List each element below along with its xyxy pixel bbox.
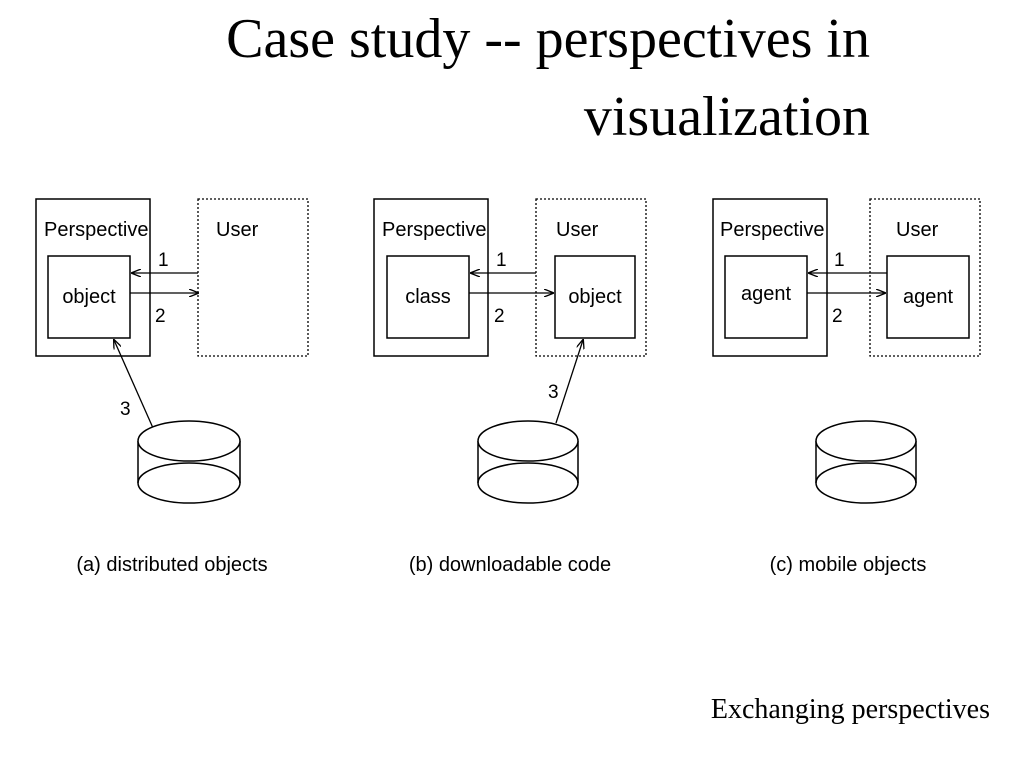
- agent-label-user: agent: [903, 286, 953, 308]
- user-box: [869, 198, 981, 357]
- perspective-box: [35, 198, 151, 357]
- panel-c-mobile-objects: Perspective agent User agent 1 2 (c) mob…: [712, 198, 981, 576]
- perspective-label: Perspective: [382, 219, 487, 241]
- arrow-2-label: 2: [832, 306, 843, 327]
- arrow-1-label: 1: [496, 250, 507, 271]
- perspective-box: [373, 198, 489, 357]
- object-label: object: [62, 286, 116, 308]
- caption-a: (a) distributed objects: [76, 554, 267, 576]
- perspective-box: [712, 198, 828, 357]
- user-box: [535, 198, 647, 357]
- object-box: [554, 255, 636, 339]
- arrow-3: [114, 340, 154, 429]
- user-label: User: [896, 219, 939, 241]
- agent-label: agent: [741, 283, 791, 305]
- database-cylinder-icon: [477, 420, 579, 504]
- panel-a-distributed-objects: Perspective object User 1 2 3 (a) distri…: [35, 198, 309, 576]
- object-box: [47, 255, 131, 339]
- title-line-1: Case study -- perspectives in: [226, 8, 870, 70]
- object-label: object: [568, 286, 622, 308]
- arrow-1-label: 1: [834, 250, 845, 271]
- arrow-2-label: 2: [155, 306, 166, 327]
- slide-title: Case study -- perspectives in visualizat…: [100, 0, 870, 156]
- class-label: class: [405, 286, 451, 308]
- arrow-3: [555, 340, 583, 424]
- database-cylinder-icon: [137, 420, 241, 504]
- database-cylinder-icon: [815, 420, 917, 504]
- footer-text: Exchanging perspectives: [710, 694, 990, 725]
- arrow-1-label: 1: [158, 250, 169, 271]
- agent-box: [724, 255, 808, 339]
- caption-c: (c) mobile objects: [770, 554, 927, 576]
- agent-box-user: [886, 255, 970, 339]
- perspective-label: Perspective: [44, 219, 149, 241]
- arrow-2-label: 2: [494, 306, 505, 327]
- arrow-3-label: 3: [120, 399, 131, 420]
- user-label: User: [556, 219, 599, 241]
- user-box: [197, 198, 309, 357]
- arrow-3-label: 3: [548, 382, 559, 403]
- class-box: [386, 255, 470, 339]
- panel-b-downloadable-code: Perspective class User object 1 2 3 (b) …: [373, 198, 647, 576]
- perspective-label: Perspective: [720, 219, 825, 241]
- title-line-2: visualization: [583, 86, 870, 148]
- caption-b: (b) downloadable code: [409, 554, 611, 576]
- user-label: User: [216, 219, 259, 241]
